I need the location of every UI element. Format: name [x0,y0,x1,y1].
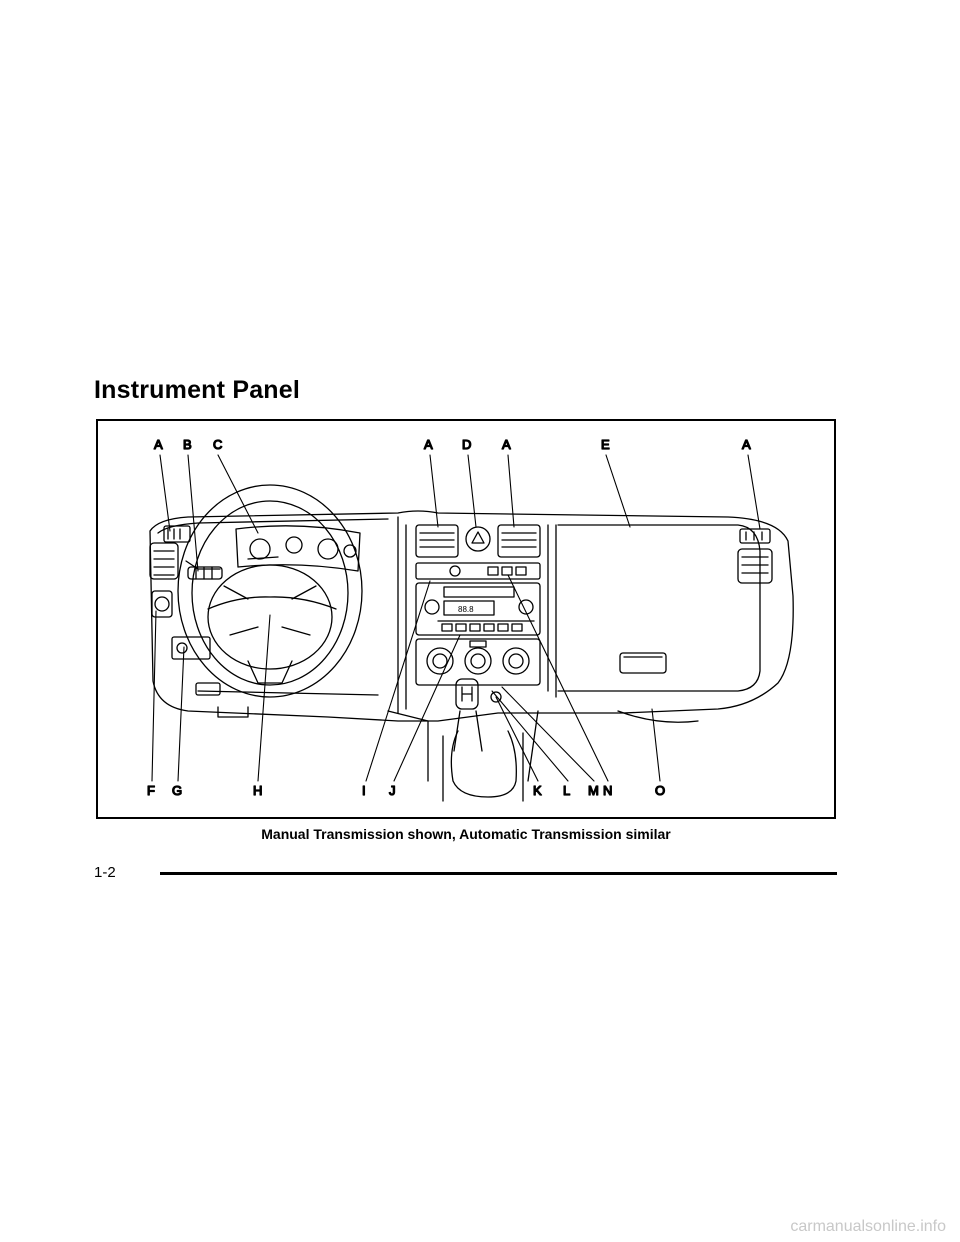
callout-n: N [603,783,612,798]
figure-caption: Manual Transmission shown, Automatic Tra… [261,826,671,842]
hazard-warning-button [465,526,491,552]
glove-box [619,652,667,674]
callout-k: K [533,783,542,798]
callout-e: E [601,437,610,452]
callout-labels: A B C A D A E A F G H I J K L M N O [146,436,751,798]
turn-signal-lever [187,566,223,580]
callout-i: I [362,783,366,798]
callout-j: J [389,783,396,798]
callout-a-left: A [154,437,163,452]
callout-a-right: A [742,437,751,452]
gear-shift-lever [453,678,502,752]
radio-display-text: 88.8 [458,605,474,614]
callout-d: D [462,437,471,452]
callout-b: B [183,437,192,452]
callout-c: C [213,437,222,452]
callout-f: F [147,783,155,798]
instrument-panel-figure: 88.8 [96,419,836,819]
left-air-vent [149,525,191,580]
climate-controls [415,638,541,686]
instrument-cluster [235,525,361,572]
instrument-panel-illustration: 88.8 [146,436,794,802]
page-number: 1-2 [94,864,116,881]
callout-a-center-left: A [424,437,433,452]
callout-h: H [253,783,262,798]
center-vents [415,524,541,558]
callout-a-center-right: A [502,437,511,452]
watermark: carmanualsonline.info [790,1218,946,1235]
callout-o: O [655,783,665,798]
footer-rule [160,872,837,875]
left-lower-switches [171,636,221,696]
callout-g: G [172,783,182,798]
steering-wheel [177,484,363,698]
headlamp-switch [151,590,173,618]
indicator-strip [415,562,541,580]
callout-m: M [588,783,599,798]
callout-l: L [563,783,570,798]
audio-system: 88.8 [415,582,541,636]
callout-leader-lines [151,454,761,782]
page-title: Instrument Panel [94,376,301,404]
dashboard-outline [149,510,794,802]
right-air-vent [737,528,773,584]
